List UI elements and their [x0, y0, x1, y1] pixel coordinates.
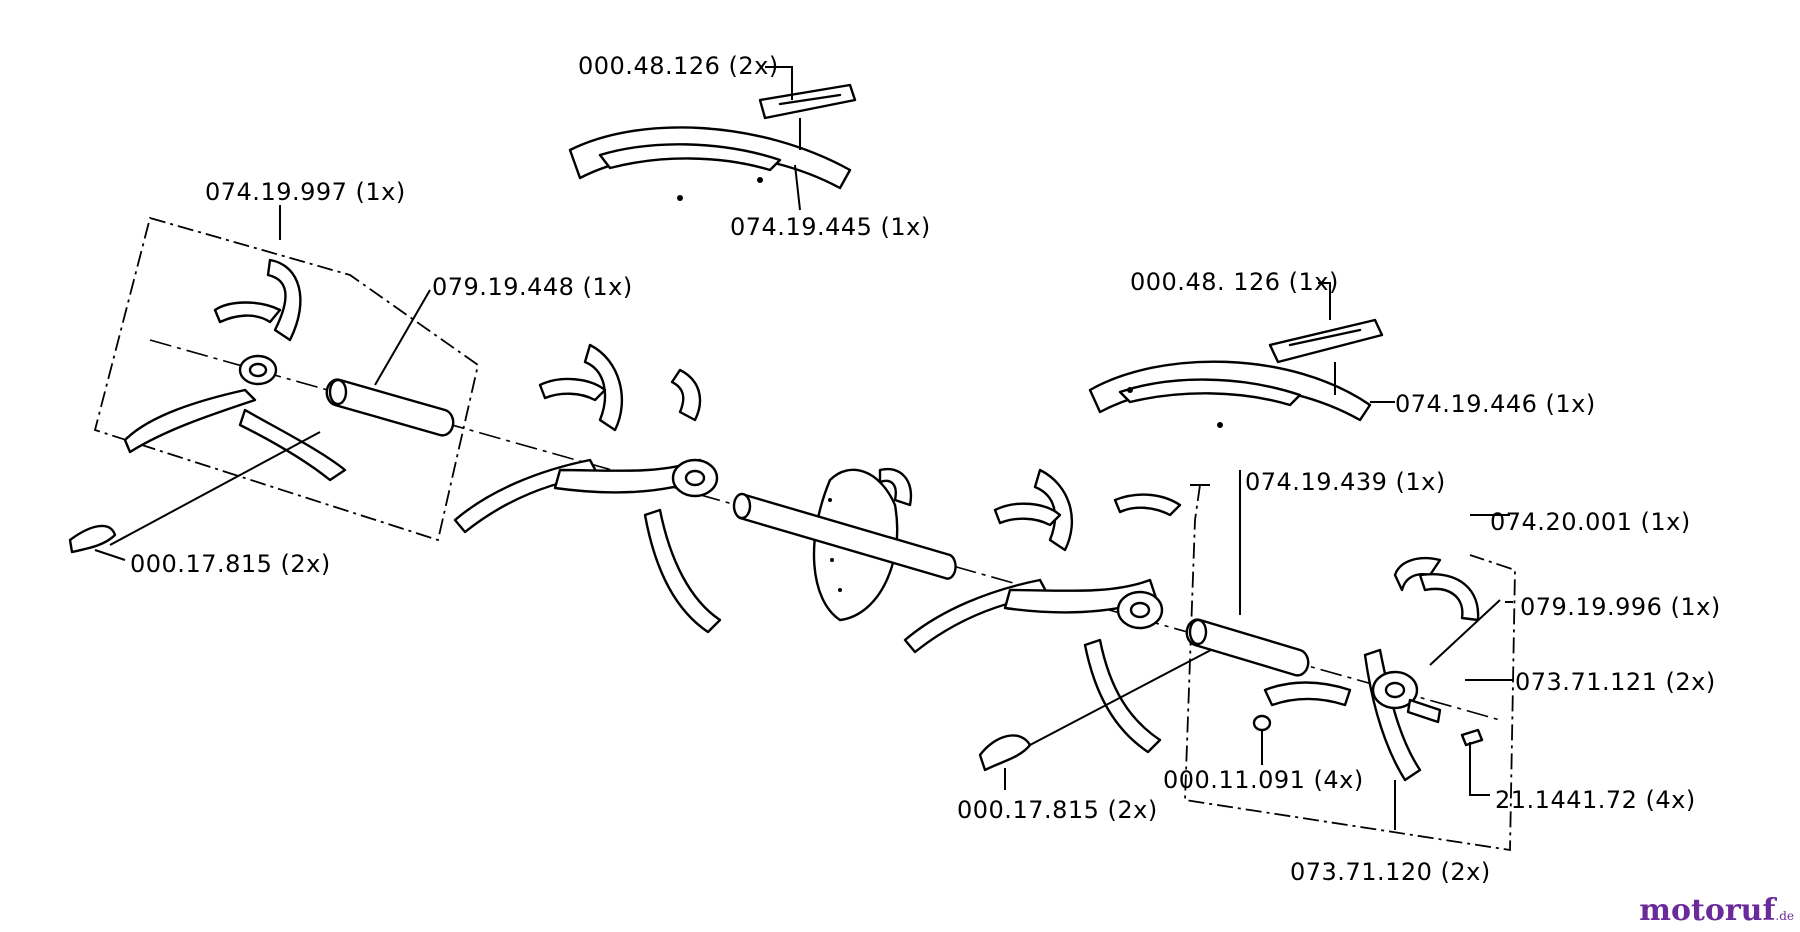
label-073-71-121: 073.71.121 (2x): [1515, 668, 1716, 696]
label-000-17-815-right: 000.17.815 (2x): [957, 796, 1158, 824]
label-073-71-120: 073.71.120 (2x): [1290, 858, 1491, 886]
watermark-brand: motoruf: [1639, 893, 1776, 928]
label-000-48-126-2x: 000.48.126 (2x): [578, 52, 779, 80]
label-074-19-439: 074.19.439 (1x): [1245, 468, 1446, 496]
watermark-tld: .de: [1775, 909, 1794, 923]
tag-000-48-126-right: [1268, 318, 1384, 364]
label-074-19-446: 074.19.446 (1x): [1395, 390, 1596, 418]
label-000-17-815-left: 000.17.815 (2x): [130, 550, 331, 578]
center-gear-disc: [732, 467, 957, 622]
shield-074-19-445: [568, 126, 852, 201]
label-074-19-445: 074.19.445 (1x): [730, 213, 931, 241]
watermark-logo: motoruf.de: [1639, 893, 1794, 928]
group-box-074-20-001: [1184, 484, 1516, 852]
left-tine-assembly: [123, 258, 347, 482]
label-000-11-091: 000.11.091 (4x): [1163, 766, 1364, 794]
label-000-48-126-1x: 000.48. 126 (1x): [1130, 268, 1339, 296]
label-079-19-996: 079.19.996 (1x): [1520, 593, 1721, 621]
label-074-19-997: 074.19.997 (1x): [205, 178, 406, 206]
shield-074-19-446: [1088, 360, 1372, 428]
group-box-074-19-997: [93, 216, 480, 542]
shaft-074-19-439: [1185, 618, 1310, 677]
pin-000-17-815-left: [68, 524, 117, 554]
right-tine-assembly: [1252, 556, 1484, 782]
label-079-19-448: 079.19.448 (1x): [432, 273, 633, 301]
pin-000-17-815-right: [978, 734, 1032, 772]
middle-right-tine-assembly: [903, 468, 1182, 754]
tag-000-48-126-top: [758, 83, 857, 120]
shaft-079-19-448: [325, 378, 455, 437]
label-074-20-001: 074.20.001 (1x): [1490, 508, 1691, 536]
middle-left-tine-assembly: [453, 343, 722, 634]
label-21-1441-72: 21.1441.72 (4x): [1495, 786, 1696, 814]
